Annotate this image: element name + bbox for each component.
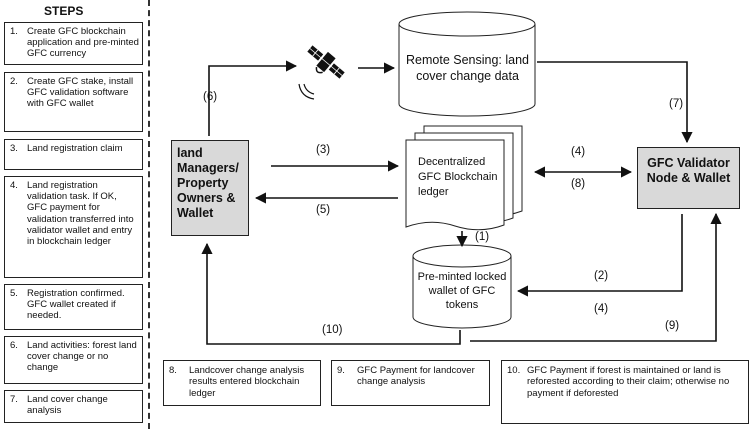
step-2: 2. Create GFC stake, install GFC validat… <box>4 72 143 132</box>
arrow-label-4a: (4) <box>571 146 586 158</box>
wallet-cylinder <box>412 244 512 329</box>
step-text: Land registration validation task. If OK… <box>27 180 134 248</box>
step-text: Create GFC blockchain application and pr… <box>27 26 139 60</box>
step-number: 6. <box>10 340 18 351</box>
note-number: 10. <box>507 365 521 376</box>
step-number: 1. <box>10 26 18 37</box>
step-number: 4. <box>10 180 18 191</box>
note-text: GFC Payment for landcover change analysi… <box>357 365 475 388</box>
arrow-label-10: (10) <box>322 324 343 336</box>
arrow-label-5: (5) <box>316 204 331 216</box>
arrow-label-2: (2) <box>594 270 609 282</box>
step-6: 6. Land activities: forest land cover ch… <box>4 336 143 384</box>
note-10: 10. GFC Payment if forest is maintained … <box>501 360 749 424</box>
ledger-label: Decentralized GFC Blockchain ledger <box>418 156 498 198</box>
arrow-label-1: (1) <box>475 231 490 243</box>
arrow-7 <box>537 61 693 144</box>
land-managers-box: land Managers/ Property Owners & Wallet <box>171 140 249 236</box>
note-text: GFC Payment if forest is maintained or l… <box>527 365 730 399</box>
arrow-label-6: (6) <box>203 91 218 103</box>
ledger-document-stack <box>405 125 523 231</box>
arrow-6 <box>208 60 298 136</box>
remote-sensing-cylinder <box>398 11 536 117</box>
step-7: 7. Land cover change analysis <box>4 390 143 423</box>
wallet-label: Pre-minted locked wallet of GFC tokens <box>417 271 507 311</box>
note-9: 9. GFC Payment for landcover change anal… <box>331 360 490 406</box>
step-1: 1. Create GFC blockchain application and… <box>4 22 143 65</box>
step-3: 3. Land registration claim <box>4 139 143 170</box>
arrow-label-3: (3) <box>316 144 331 156</box>
arrow-label-8: (8) <box>571 178 586 190</box>
arrow-label-4b: (4) <box>594 303 609 315</box>
step-number: 5. <box>10 288 18 299</box>
satellite-signal-icon <box>298 83 315 100</box>
note-text: Landcover change analysis results entere… <box>189 365 305 399</box>
step-text: Registration confirmed. GFC wallet creat… <box>27 288 125 322</box>
step-text: Land cover change analysis <box>27 394 108 417</box>
step-number: 2. <box>10 76 18 87</box>
step-4: 4. Land registration validation task. If… <box>4 176 143 278</box>
arrow-2 <box>516 214 683 297</box>
remote-sensing-label: Remote Sensing: land cover change data <box>406 53 529 83</box>
step-number: 7. <box>10 394 18 405</box>
note-number: 9. <box>337 365 345 376</box>
step-text: Land registration claim <box>27 143 123 154</box>
step-5: 5. Registration confirmed. GFC wallet cr… <box>4 284 143 330</box>
step-text: Create GFC stake, install GFC validation… <box>27 76 134 110</box>
step-number: 3. <box>10 143 18 154</box>
note-number: 8. <box>169 365 177 376</box>
step-text: Land activities: forest land cover chang… <box>27 340 137 374</box>
validator-node-box: GFC Validator Node & Wallet <box>637 147 740 209</box>
steps-title: STEPS <box>44 4 84 18</box>
satellite-icon <box>307 45 345 79</box>
steps-divider <box>148 0 150 429</box>
arrow-9 <box>470 212 722 342</box>
arrow-10 <box>201 242 461 345</box>
arrow-label-7: (7) <box>669 98 684 110</box>
arrow-label-9: (9) <box>665 320 680 332</box>
note-8: 8. Landcover change analysis results ent… <box>163 360 321 406</box>
